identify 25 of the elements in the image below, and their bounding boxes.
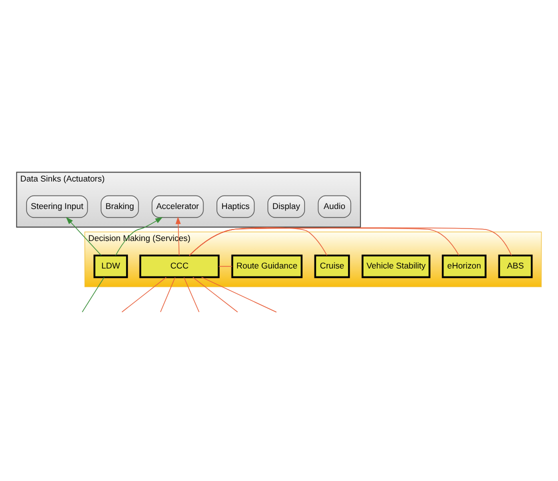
connector (189, 226, 512, 256)
node-box: Route Guidance (231, 254, 303, 278)
connector (184, 276, 200, 312)
connector (201, 276, 277, 312)
node-box: Haptics (216, 194, 255, 218)
node-box: eHorizon (442, 254, 486, 278)
arrow (176, 216, 181, 256)
connector (82, 276, 104, 312)
node-box: CCC (139, 254, 220, 278)
node-box: Steering Input (26, 194, 88, 218)
node-box: Audio (318, 194, 352, 218)
node-box: Display (267, 194, 305, 218)
connector (218, 265, 232, 266)
node-box: Accelerator (152, 194, 204, 218)
connector (122, 276, 167, 312)
node-box: Cruise (314, 254, 350, 278)
arrow (115, 216, 163, 256)
node-box: LDW (94, 254, 128, 278)
connector (160, 276, 176, 312)
arrow (66, 216, 102, 256)
connector (189, 227, 460, 256)
connector (192, 276, 238, 312)
node-box: ABS (498, 254, 533, 278)
node-box: Vehicle Stability (362, 254, 430, 278)
node-box: Braking (100, 194, 139, 218)
